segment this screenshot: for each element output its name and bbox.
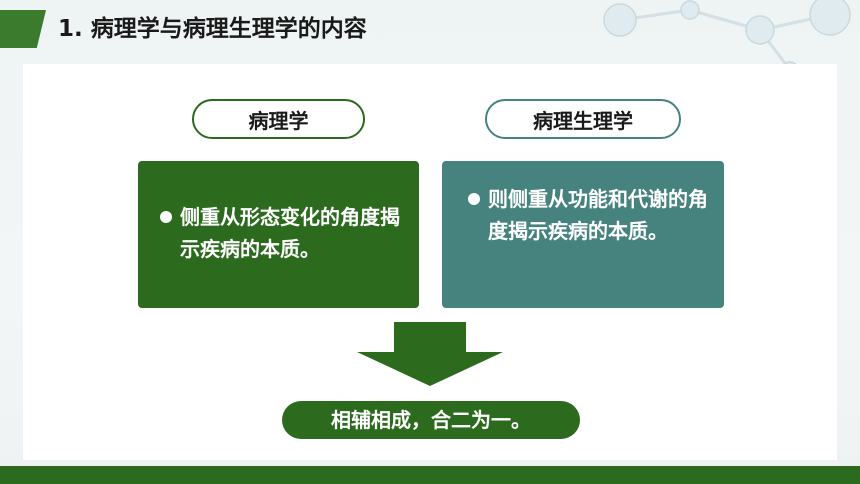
down-arrow-icon bbox=[357, 322, 503, 386]
conclusion-banner: 相辅相成，合二为一。 bbox=[282, 401, 580, 439]
pathology-description: 侧重从形态变化的角度揭示疾病的本质。 bbox=[180, 205, 400, 261]
page-title: 1. 病理学与病理生理学的内容 bbox=[58, 16, 367, 42]
pathophysiology-description: 则侧重从功能和代谢的角度揭示疾病的本质。 bbox=[488, 187, 708, 243]
label-pathophysiology: 病理生理学 bbox=[485, 99, 681, 139]
pathophysiology-description-box: 则侧重从功能和代谢的角度揭示疾病的本质。 bbox=[442, 161, 724, 308]
bullet-dot-icon bbox=[160, 211, 172, 223]
bullet-dot-icon bbox=[468, 193, 480, 205]
title-accent-tab bbox=[0, 10, 46, 48]
label-pathology: 病理学 bbox=[192, 99, 365, 139]
pathology-description-box: 侧重从形态变化的角度揭示疾病的本质。 bbox=[138, 161, 419, 308]
bottom-bar bbox=[0, 466, 860, 484]
